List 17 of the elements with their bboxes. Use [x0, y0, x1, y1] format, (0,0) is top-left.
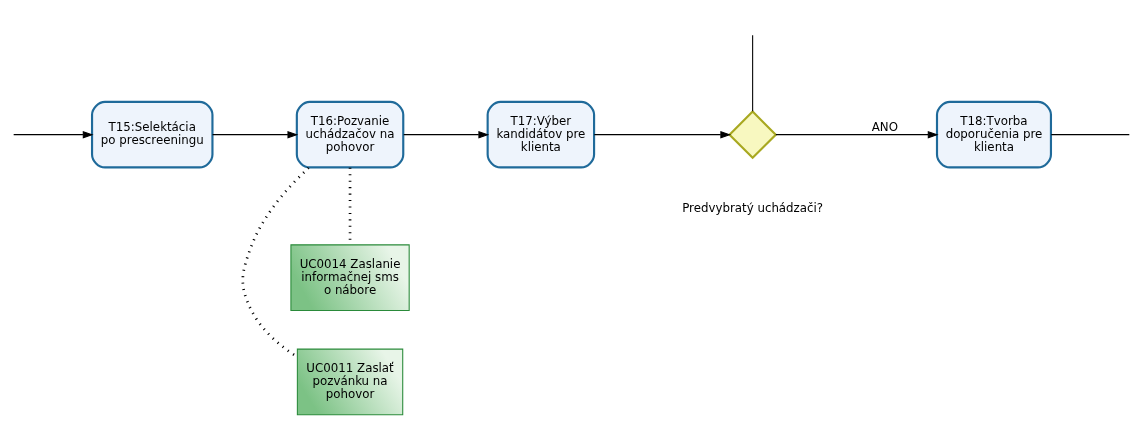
node-box: T16:Pozvanie uchádzačov na pohovor — [295, 100, 405, 169]
arrow — [212, 130, 299, 138]
connector — [752, 34, 754, 112]
arrow — [775, 130, 939, 138]
node-box: UC0014 Zaslanie informačnej sms o nábore — [290, 243, 410, 311]
node-label: Predvybratý uchádzači? — [682, 200, 824, 215]
node-box: T15:Selektácia po prescreeningu — [90, 100, 214, 169]
arrow — [593, 130, 732, 138]
arrow — [403, 130, 490, 138]
node-box: UC0011 Zaslať pozvánku na pohovor — [296, 348, 404, 415]
connector — [241, 166, 310, 358]
node-diamond — [728, 109, 778, 159]
arrow — [13, 130, 94, 138]
node-box: T18:Tvorba doporučenia pre klienta — [935, 100, 1053, 169]
edge-label: ANO — [871, 119, 898, 134]
node-box: T17:Výber kandidátov pre klienta — [486, 100, 596, 169]
connector — [1050, 133, 1130, 135]
